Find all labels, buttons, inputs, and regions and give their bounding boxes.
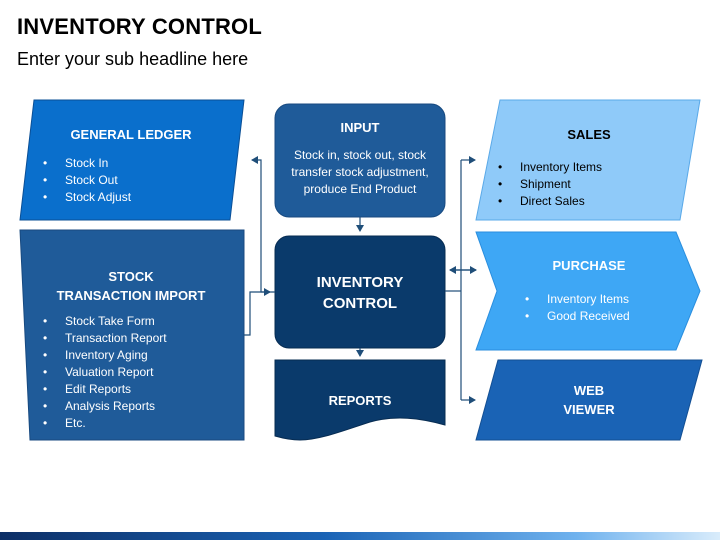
list-item: Analysis Reports (65, 399, 155, 413)
bullet-icon: • (498, 160, 502, 174)
bullet-icon: • (525, 292, 529, 306)
reports-box: REPORTS (274, 359, 446, 441)
web-viewer-box: WEB VIEWER (475, 359, 703, 441)
list-item: Inventory Items (520, 160, 602, 174)
connector-to-general-ledger (251, 156, 275, 293)
bullet-icon: • (43, 416, 47, 430)
bullet-icon: • (43, 190, 47, 204)
inventory-control-line1: INVENTORY (317, 274, 404, 291)
stock-import-list: • Stock Take Form • Transaction Report •… (43, 314, 167, 430)
web-viewer-line1: WEB (574, 383, 604, 398)
input-line: transfer stock adjustment, (291, 165, 428, 179)
list-item: Inventory Items (547, 292, 629, 306)
list-item: Valuation Report (65, 365, 154, 379)
list-item: Stock Adjust (65, 190, 132, 204)
list-item: Stock Take Form (65, 314, 155, 328)
reports-title: REPORTS (329, 393, 392, 408)
bullet-icon: • (43, 348, 47, 362)
sales-list: • Inventory Items • Shipment • Direct Sa… (498, 160, 602, 208)
sales-title: SALES (567, 127, 611, 142)
list-item: Good Received (547, 309, 630, 323)
list-item: Etc. (65, 416, 86, 430)
stock-import-title-line1: STOCK (108, 269, 154, 284)
bullet-icon: • (43, 365, 47, 379)
stock-import-title-line2: TRANSACTION IMPORT (57, 288, 206, 303)
bullet-icon: • (43, 331, 47, 345)
purchase-title: PURCHASE (553, 258, 626, 273)
input-title: INPUT (341, 120, 380, 135)
list-item: Edit Reports (65, 382, 131, 396)
bullet-icon: • (43, 314, 47, 328)
list-item: Shipment (520, 177, 571, 191)
bullet-icon: • (498, 177, 502, 191)
connectors (244, 156, 477, 404)
bullet-icon: • (43, 173, 47, 187)
purchase-box: PURCHASE • Inventory Items • Good Receiv… (475, 231, 701, 351)
sales-box: SALES • Inventory Items • Shipment • Dir… (475, 99, 701, 221)
stock-import-box: STOCK TRANSACTION IMPORT • Stock Take Fo… (19, 229, 245, 441)
list-item: Stock In (65, 156, 108, 170)
page-title: INVENTORY CONTROL (17, 14, 263, 39)
footer-gradient-bar (0, 532, 720, 540)
bullet-icon: • (43, 399, 47, 413)
web-viewer-line2: VIEWER (563, 402, 615, 417)
general-ledger-title: GENERAL LEDGER (70, 127, 192, 142)
list-item: Stock Out (65, 173, 118, 187)
general-ledger-list: • Stock In • Stock Out • Stock Adjust (43, 156, 132, 204)
purchase-list: • Inventory Items • Good Received (525, 292, 630, 323)
input-box: INPUT Stock in, stock out, stock transfe… (274, 103, 446, 218)
bullet-icon: • (498, 194, 502, 208)
input-line: produce End Product (304, 182, 417, 196)
list-item: Inventory Aging (65, 348, 148, 362)
bullet-icon: • (43, 382, 47, 396)
list-item: Direct Sales (520, 194, 585, 208)
bullet-icon: • (525, 309, 529, 323)
general-ledger-box: GENERAL LEDGER • Stock In • Stock Out • … (19, 99, 245, 221)
page-subtitle: Enter your sub headline here (17, 49, 249, 69)
input-line: Stock in, stock out, stock (294, 148, 427, 162)
bullet-icon: • (43, 156, 47, 170)
inventory-control-box: INVENTORY CONTROL (274, 235, 446, 349)
connector-from-stock-import (244, 288, 271, 336)
list-item: Transaction Report (65, 331, 167, 345)
inventory-control-line2: CONTROL (323, 295, 397, 312)
